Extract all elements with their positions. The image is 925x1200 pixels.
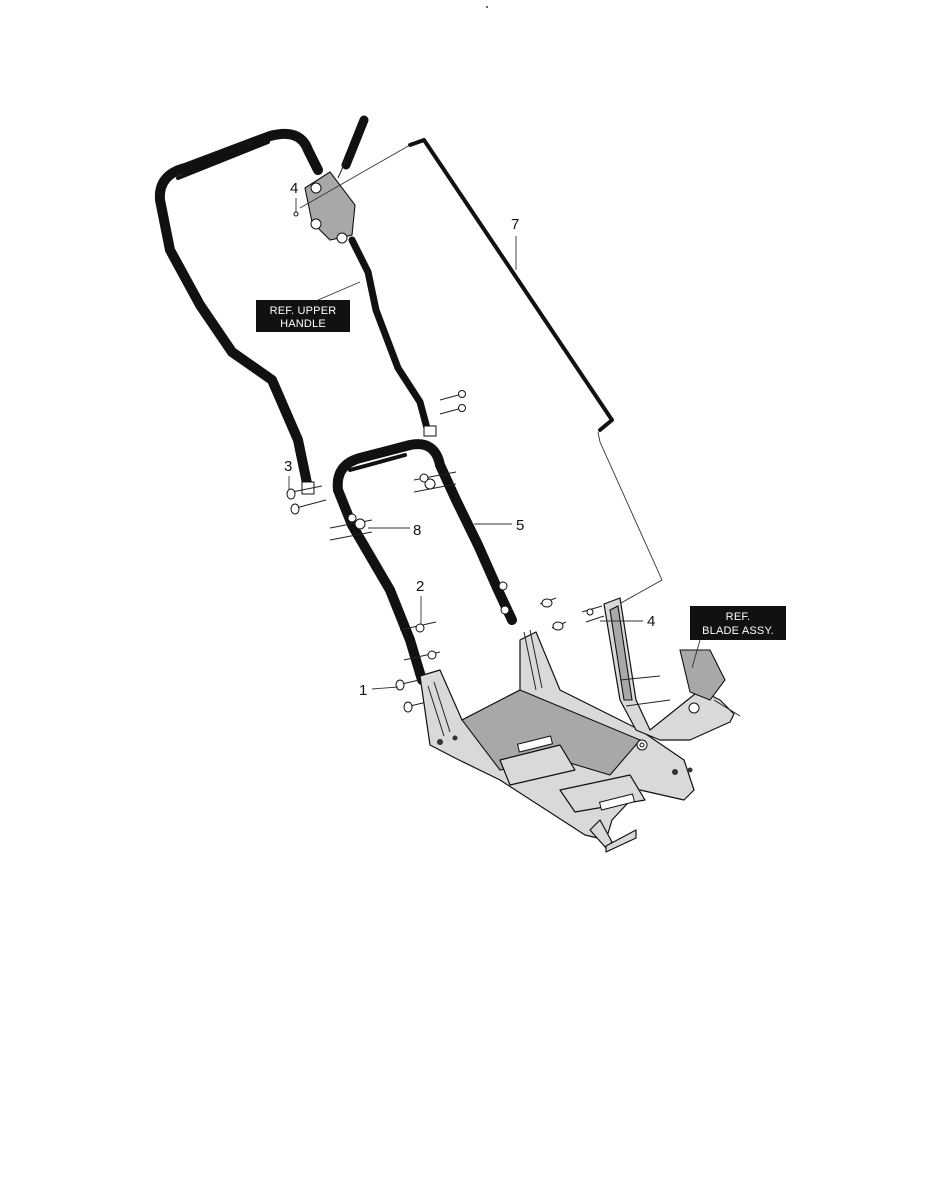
callout-4-lower: 4: [600, 613, 655, 630]
svg-text:1: 1: [359, 682, 367, 699]
stray-dot: [486, 6, 488, 8]
blade-assembly: [603, 597, 741, 741]
upper-bolts: [439, 390, 466, 415]
svg-text:BLADE ASSY.: BLADE ASSY.: [702, 625, 774, 637]
svg-text:5: 5: [516, 517, 524, 534]
callout-5: 5: [474, 517, 524, 534]
hardware: [286, 471, 605, 713]
control-lever: [341, 115, 369, 170]
svg-text:REF. UPPER: REF. UPPER: [270, 305, 337, 317]
deck-bracket: [419, 629, 695, 853]
svg-text:2: 2: [416, 578, 424, 595]
upper-handle: [154, 115, 437, 495]
control-bracket: [304, 171, 356, 241]
ref-upper-handle-label: REF. UPPER HANDLE: [256, 281, 361, 332]
svg-text:REF.: REF.: [726, 611, 751, 623]
callout-2: 2: [416, 578, 424, 624]
svg-text:7: 7: [511, 216, 519, 233]
callout-8: 8: [368, 522, 421, 539]
callout-1: 1: [359, 682, 399, 699]
svg-text:8: 8: [413, 522, 421, 539]
callout-7: 7: [511, 216, 519, 270]
control-bail: [299, 138, 663, 609]
callout-3: 3: [284, 458, 292, 490]
svg-text:4: 4: [290, 180, 298, 197]
callout-4-upper: 4: [290, 180, 299, 217]
ref-blade-assy-label: REF. BLADE ASSY.: [690, 606, 786, 669]
lower-handle: [332, 439, 517, 685]
svg-text:HANDLE: HANDLE: [280, 318, 326, 330]
svg-text:4: 4: [647, 613, 655, 630]
svg-text:3: 3: [284, 458, 292, 475]
